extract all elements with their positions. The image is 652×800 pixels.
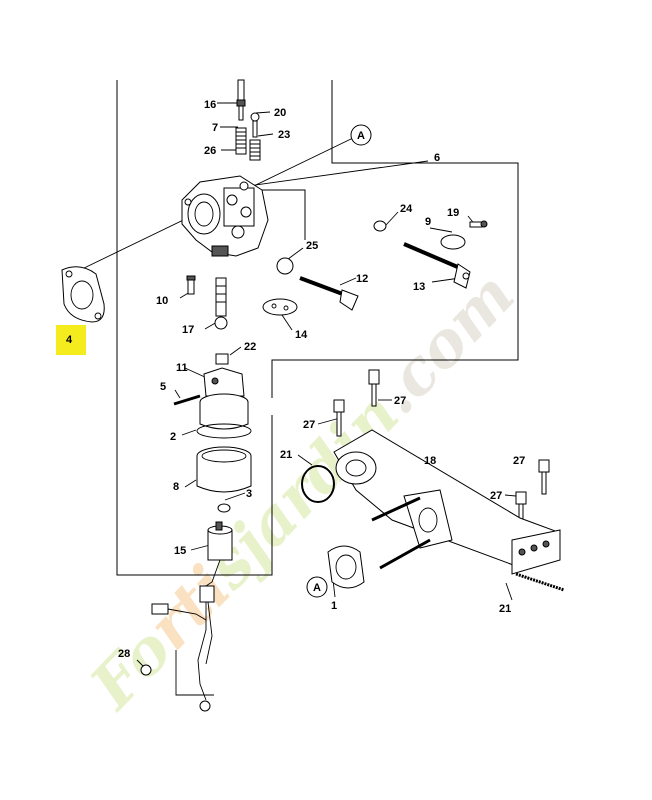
part-25 [276,257,294,275]
right-frame [271,80,519,398]
part-14 [262,298,298,316]
callout-26: 26 [204,145,216,157]
part-17 [214,277,228,330]
callout-3: 3 [246,488,252,500]
callout-7: 7 [212,122,218,134]
choke-shaft [299,276,359,311]
left-frame [116,80,273,576]
part-24 [373,220,387,232]
part-8-bowl [196,446,252,493]
callout-12: 12 [356,273,368,285]
callout-19: 19 [447,207,459,219]
part-21-line [515,572,565,592]
callout-10: 10 [156,295,168,307]
callout-2: 2 [170,431,176,443]
callout-13: 13 [413,281,425,293]
marker-a-top [350,124,372,146]
watermark-part-4: .com [360,258,528,428]
callout-6: 6 [434,152,440,164]
inner-frame [252,189,306,240]
part-19 [469,220,488,228]
needle-screws [235,79,261,161]
part-11-float [203,367,245,397]
marker-a-bottom [306,576,328,598]
carburetor-body [181,175,269,257]
part-21-oring [301,465,335,503]
part-1-gasket [327,545,365,589]
callout-labels: 16 7 20 26 23 A 6 24 19 9 25 12 13 10 14… [66,99,525,660]
throttle-shaft [403,234,471,289]
callout-14: 14 [295,329,308,341]
callout-a-top: A [357,130,365,142]
callout-9: 9 [425,216,431,228]
callout-15: 15 [174,545,186,557]
part-15-solenoid [205,521,233,587]
callout-23: 23 [278,129,290,141]
callout-20: 20 [274,107,286,119]
callout-5: 5 [160,381,166,393]
frame-lines [116,80,519,576]
part-2-bowl [196,393,252,439]
highlight-box [56,325,86,355]
callout-24: 24 [400,203,413,215]
bolts-27 [333,369,550,527]
callout-4: 4 [66,334,73,346]
callout-8: 8 [173,481,179,493]
callout-1: 1 [331,600,337,612]
callout-11: 11 [176,362,188,374]
callout-21-b: 21 [499,603,511,615]
callout-17: 17 [182,324,194,336]
callout-18: 18 [424,455,436,467]
part-22 [215,353,229,365]
callout-22: 22 [244,341,256,353]
callout-27-b: 27 [303,419,315,431]
part-18-manifold [333,429,561,575]
callout-27-c: 27 [513,455,525,467]
callout-27-d: 27 [490,490,502,502]
part-4-gasket [61,266,105,323]
callout-21-a: 21 [280,449,292,461]
callout-a-bottom: A [313,582,321,594]
callout-16: 16 [204,99,216,111]
callout-27-a: 27 [394,395,406,407]
callout-25: 25 [306,240,318,252]
wire-harness [140,585,215,712]
part-10 [186,275,196,295]
part-5-pin [173,394,201,406]
callout-28: 28 [118,648,130,660]
part-3-washer [217,503,231,513]
